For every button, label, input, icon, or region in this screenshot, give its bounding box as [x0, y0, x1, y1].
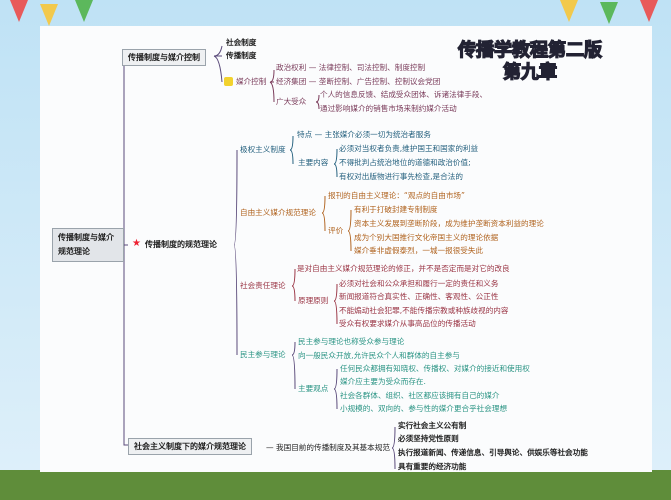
node-media-control: 媒介控制 — [236, 77, 267, 86]
chapter-title: 传播学教程第二版第九章 — [457, 39, 602, 84]
bunting-flag — [40, 4, 58, 26]
democratic-alias: 民主参与理论也称受众参与理论 — [298, 337, 405, 346]
social-principle: 必须对社会和公众承担和履行一定的责任和义务 — [339, 279, 499, 288]
node-political: 政治权利 — 法律控制、司法控制、制度控制 — [276, 63, 426, 72]
node-audience: 广大受众 — [276, 97, 307, 106]
socialist-item: 具有重要的经济功能 — [398, 462, 467, 471]
democratic-view: 社会各群体、组织、社区都应该拥有自己的媒介 — [340, 391, 500, 400]
node-economic: 经济集团 — 垄断控制、广告控制、控制议会党团 — [276, 77, 441, 86]
democratic-open: 向一般民众开放,允许民众个人和群体的自主参与 — [298, 351, 460, 360]
branch-normative-theory[interactable]: 传播制度的规范理论 — [145, 240, 217, 249]
social-principle: 不能煽动社会犯罪,不能传播宗教或种族歧视的内容 — [339, 306, 509, 315]
branch-media-control[interactable]: 传播制度与媒介控制 — [122, 49, 206, 66]
title-line1: 传播学教程第二版 — [457, 39, 602, 61]
node-authoritarian: 极权主义制度 — [240, 145, 286, 154]
authoritarian-content: 必须对当权者负责,维护国王和国家的利益 — [339, 144, 479, 153]
audience-item: 通过影响媒介的销售市场来制约媒介活动 — [320, 104, 457, 113]
socialist-item: 必须坚持党性原则 — [398, 434, 459, 443]
democratic-view: 任何民众都拥有知晓权、传播权、对媒介的接近和使用权 — [340, 364, 530, 373]
mindmap-board — [40, 26, 652, 472]
authoritarian-content: 有权对出版物进行事先检查,是合法的 — [339, 172, 463, 181]
bunting-flag — [75, 0, 93, 22]
node-communication-system: 传播制度 — [226, 51, 257, 60]
node-liberal: 自由主义媒介规范理论 — [240, 208, 316, 217]
star-icon: ★ — [132, 238, 141, 249]
social-principle-label: 原理原则 — [298, 296, 329, 305]
socialist-sub: — 我国目前的传播制度及其基本规范 — [266, 443, 390, 452]
authoritarian-feature: 特点 — 主张媒介必须一切为统治者服务 — [297, 130, 431, 139]
liberal-eval: 成为个别大国推行文化帝国主义的理论依据 — [354, 233, 499, 242]
democratic-view: 媒介应主要为受众而存在. — [340, 377, 426, 386]
grass-ground — [0, 470, 671, 500]
democratic-view: 小规模的、双向的、参与性的媒介更合乎社会理想 — [340, 404, 508, 413]
liberal-eval: 媒介垂非虚假泰烈，一城一报很受失此 — [354, 246, 484, 255]
bunting-flag — [600, 2, 618, 24]
bunting-flag — [560, 0, 578, 22]
socialist-item: 实行社会主义公有制 — [398, 421, 467, 430]
authoritarian-content-label: 主要内容 — [298, 158, 329, 167]
audience-item: 个人的信息反馈、结成受众团体、诉诸法律手段、 — [320, 90, 488, 99]
bunting-flag — [10, 0, 28, 22]
liberal-eval-label: 评价 — [328, 226, 344, 235]
social-principle: 受众有权要求媒介从事高品位的传播活动 — [339, 319, 476, 328]
socialist-item: 执行报道新闻、传递信息、引导舆论、供娱乐等社会功能 — [398, 448, 588, 457]
social-principle: 新闻报道符合真实性、正确性、客观性、公正性 — [339, 292, 499, 301]
note-icon — [224, 77, 233, 86]
liberal-eval: 资本主义发展到垄断阶段，成为维护垄断资本利益的理论 — [354, 219, 544, 228]
node-social-system: 社会制度 — [226, 38, 257, 47]
social-desc: 是对自由主义媒介规范理论的修正，并不是否定而是对它的改良 — [297, 264, 510, 273]
liberal-eval: 有利于打破封建专制制度 — [354, 205, 438, 214]
node-social-responsibility: 社会责任理论 — [240, 281, 286, 290]
bunting-flag — [640, 0, 658, 22]
democratic-view-label: 主要观点 — [298, 384, 329, 393]
title-line2: 第九章 — [502, 61, 557, 83]
authoritarian-content: 不得批判占统治地位的道德和政治价值; — [339, 158, 471, 167]
branch-socialist[interactable]: 社会主义制度下的媒介规范理论 — [128, 438, 252, 455]
liberal-theory: 报刊的自由主义理论：“观点的自由市场” — [328, 191, 465, 200]
root-node[interactable]: 传播制度与媒介规范理论 — [52, 228, 124, 262]
node-democratic: 民主参与理论 — [240, 350, 286, 359]
